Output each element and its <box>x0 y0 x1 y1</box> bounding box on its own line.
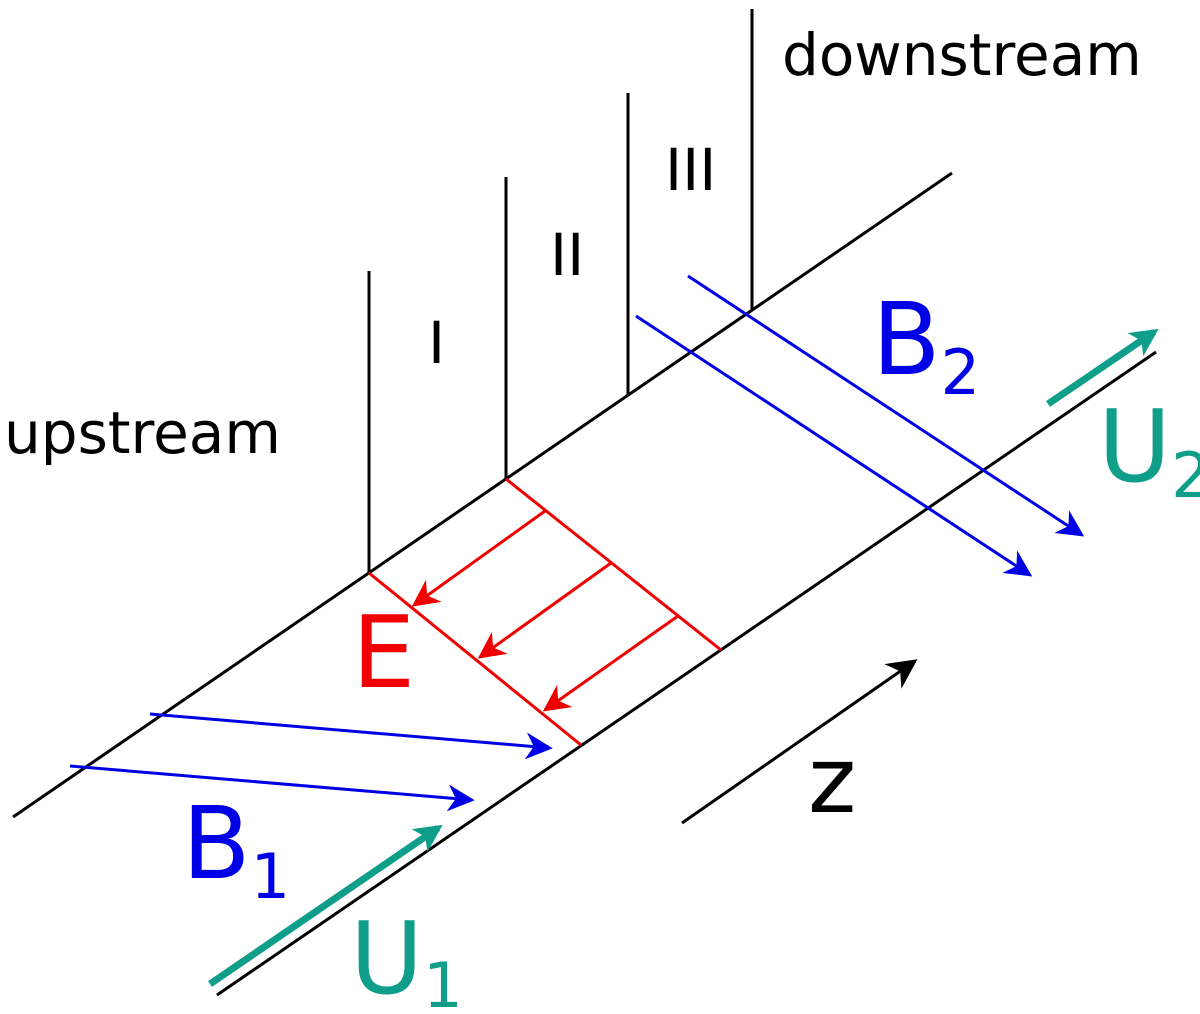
b2-arrow <box>687 274 1085 537</box>
e-field-arrow <box>477 561 612 659</box>
electric-field <box>368 477 722 747</box>
e-field-arrow <box>411 509 546 607</box>
b2-label-main: B <box>872 281 941 398</box>
b2-label-sub: 2 <box>941 336 980 409</box>
b2-label: B2 <box>872 281 980 409</box>
u1-label-main: U <box>350 900 423 1014</box>
upstream-label: upstream <box>4 399 281 467</box>
u1-label-sub: 1 <box>423 949 462 1014</box>
z-axis-label: z <box>808 727 856 834</box>
u1-label: U1 <box>350 900 463 1014</box>
b1-label-main: B <box>182 785 251 902</box>
back-base-line <box>12 171 953 819</box>
downstream-magnetic-field <box>635 274 1085 577</box>
u2-arrow <box>1046 328 1159 407</box>
structure <box>12 9 1157 997</box>
z-axis-arrow <box>681 659 918 825</box>
region-label-1: I <box>428 309 445 377</box>
u2-label: U2 <box>1098 388 1200 512</box>
e-field-front-edge <box>368 571 582 747</box>
front-base-line <box>216 350 1157 997</box>
u2-label-sub: 2 <box>1171 439 1200 512</box>
e-field-arrow <box>542 614 679 712</box>
u1-arrow <box>208 824 443 987</box>
b1-label-sub: 1 <box>251 840 290 913</box>
electric-field-label: E <box>352 594 415 711</box>
u2-label-main: U <box>1098 388 1171 505</box>
b1-arrow <box>149 712 553 760</box>
e-field-back-edge <box>505 477 722 652</box>
region-label-3: III <box>665 136 716 204</box>
b2-arrow <box>635 314 1033 577</box>
downstream-label: downstream <box>782 21 1142 89</box>
flow-arrows <box>208 328 1159 987</box>
upstream-magnetic-field <box>69 712 553 812</box>
region-label-2: II <box>550 221 584 289</box>
b1-arrow <box>69 764 475 812</box>
b1-label: B1 <box>182 785 290 913</box>
